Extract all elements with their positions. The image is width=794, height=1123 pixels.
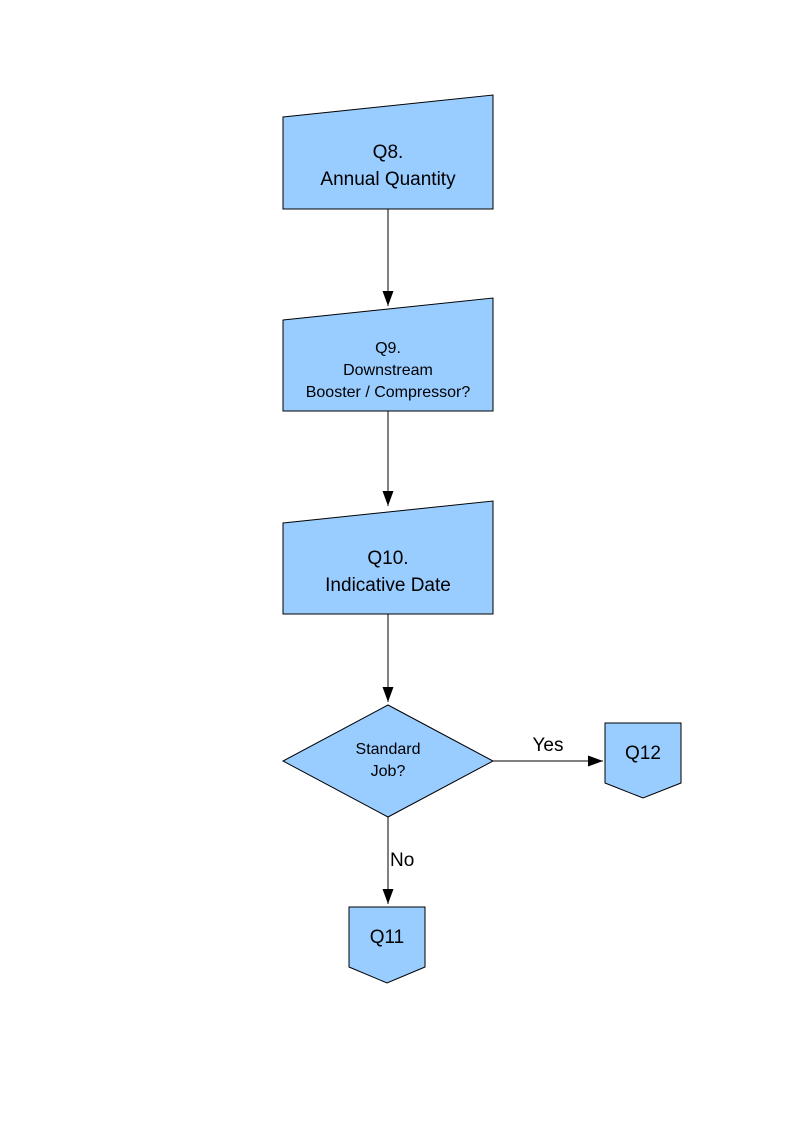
edge-label-no: No [390, 850, 415, 871]
node-q10-label: Q10. Indicative Date [325, 547, 451, 596]
node-q11-label: Q11 [369, 926, 405, 948]
node-q8-label: Q8. Annual Quantity [320, 142, 456, 190]
node-q8-annual-quantity [282, 94, 494, 210]
node-decision-standard-job [281, 704, 495, 818]
node-decision-label: Standard Job? [355, 741, 421, 780]
node-q10-indicative-date [282, 500, 494, 615]
node-q9-label: Q9. Downstream Booster / Compressor? [305, 339, 471, 401]
node-q11-offpage-connector [348, 906, 426, 984]
node-q12-label: Q12 [625, 742, 661, 764]
edge-label-yes: Yes [532, 735, 564, 756]
node-q12-offpage-connector [604, 722, 682, 799]
node-q9-downstream-booster [282, 297, 494, 412]
